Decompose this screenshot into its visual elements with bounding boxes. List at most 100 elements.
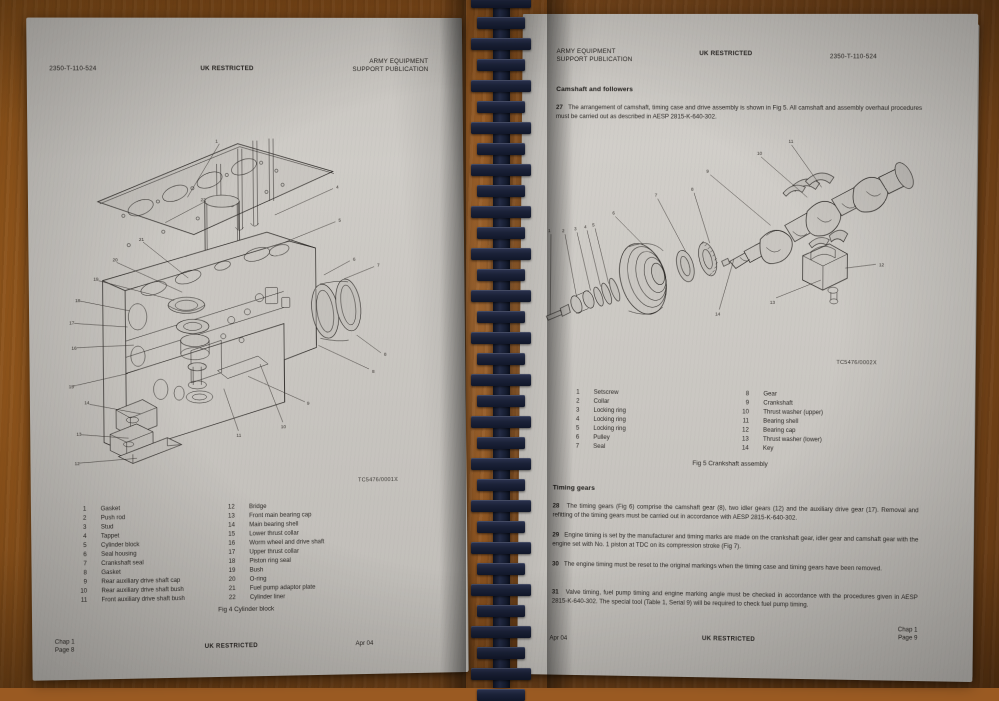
svg-text:5: 5 xyxy=(338,218,341,223)
part-index: 21 xyxy=(228,585,236,593)
comb-binding xyxy=(455,0,551,701)
comb-tooth xyxy=(477,563,525,575)
comb-tooth xyxy=(471,500,531,512)
svg-text:7: 7 xyxy=(377,263,380,268)
part-index: 20 xyxy=(228,576,236,584)
part-index: 2 xyxy=(576,398,580,405)
paragraph-29-number: 29 xyxy=(552,531,560,539)
comb-tooth xyxy=(471,626,531,638)
comb-tooth xyxy=(477,59,525,71)
left-footer-date: Apr 04 xyxy=(355,640,374,648)
part-index: 1 xyxy=(82,506,87,513)
right-page: ARMY EQUIPMENT SUPPORT PUBLICATION UK RE… xyxy=(517,13,979,683)
comb-tooth xyxy=(477,689,525,701)
right-figure-caption: Fig 5 Crankshaft assembly xyxy=(692,460,768,468)
crankshaft-assembly-diagram: 1 2 3 4 5 6 7 8 14 9 10 xyxy=(542,138,938,352)
cylinder-block-diagram: 1 22 4 5 6 7 8 8 21 20 19 xyxy=(66,138,454,473)
paragraph-30-number: 30 xyxy=(552,560,559,568)
left-doc-number: 2350-T-110-524 xyxy=(49,65,97,73)
part-index: 5 xyxy=(83,543,87,550)
part-index: 5 xyxy=(575,425,580,432)
svg-text:1: 1 xyxy=(215,139,218,144)
paragraph-31: 31 Valve timing, fuel pump timing and en… xyxy=(552,589,918,612)
paragraph-30-text: The engine timing must be reset to the o… xyxy=(563,560,882,573)
comb-tooth xyxy=(471,416,531,428)
right-parts-col-1: 1 2 3 4 5 6 7 Setscrew Collar Locking ri… xyxy=(553,388,626,452)
comb-tooth xyxy=(477,353,525,365)
comb-tooth xyxy=(471,206,531,218)
svg-text:19: 19 xyxy=(93,277,99,282)
svg-text:12: 12 xyxy=(75,461,81,466)
comb-tooth xyxy=(477,605,525,617)
comb-tooth xyxy=(477,647,525,659)
comb-tooth xyxy=(471,290,531,302)
left-page: 2350-T-110-524 UK RESTRICTED ARMY EQUIPM… xyxy=(26,17,469,681)
comb-tooth xyxy=(477,143,525,155)
paragraph-27-number: 27 xyxy=(556,104,563,112)
part-index: 11 xyxy=(80,597,88,604)
part-index: 19 xyxy=(228,567,236,575)
comb-tooth xyxy=(471,584,531,596)
part-index: 4 xyxy=(576,416,580,423)
paragraph-27: 27 The arrangement of camshaft, timing c… xyxy=(556,104,922,122)
part-label: Locking ring xyxy=(593,407,627,415)
svg-text:15: 15 xyxy=(69,384,75,389)
paragraph-29: 29 Engine timing is set by the manufactu… xyxy=(552,531,918,553)
part-index: 9 xyxy=(83,579,88,586)
right-footer-page: Page 9 xyxy=(898,635,918,642)
svg-text:1: 1 xyxy=(548,228,551,233)
part-index: 14 xyxy=(228,522,235,529)
part-index: 7 xyxy=(575,443,580,450)
svg-text:9: 9 xyxy=(706,169,709,174)
svg-text:4: 4 xyxy=(584,224,587,229)
svg-text:16: 16 xyxy=(71,346,77,351)
part-index: 10 xyxy=(80,588,88,595)
paragraph-29-text: Engine timing is set by the manufacturer… xyxy=(552,531,919,550)
part-index: 1 xyxy=(576,389,580,396)
svg-text:8: 8 xyxy=(384,352,387,357)
comb-tooth xyxy=(471,332,531,344)
svg-text:11: 11 xyxy=(236,433,241,438)
svg-text:13: 13 xyxy=(770,300,776,305)
comb-tooth xyxy=(471,122,531,134)
part-index: 11 xyxy=(742,418,749,425)
part-index: 6 xyxy=(575,434,580,441)
svg-text:10: 10 xyxy=(757,151,763,156)
part-label: Locking ring xyxy=(593,416,626,424)
comb-tooth xyxy=(477,395,525,407)
right-footer-date: Apr 04 xyxy=(549,635,568,642)
right-publication-line2: SUPPORT PUBLICATION xyxy=(556,56,633,64)
paragraph-31-number: 31 xyxy=(551,588,559,596)
part-index: 2 xyxy=(82,515,87,522)
svg-text:6: 6 xyxy=(353,257,356,262)
svg-text:3: 3 xyxy=(574,226,577,231)
comb-tooth xyxy=(471,0,531,8)
svg-text:12: 12 xyxy=(879,262,885,267)
part-index: 22 xyxy=(228,595,236,602)
part-index: 6 xyxy=(83,552,87,559)
left-parts-col-2: 12 13 14 15 16 17 18 19 20 21 22 xyxy=(208,502,325,604)
part-index: 17 xyxy=(228,549,236,556)
paragraph-28: 28 The timing gears (Fig 6) comprise the… xyxy=(552,502,918,524)
part-index: 15 xyxy=(228,531,236,538)
part-index: 8 xyxy=(83,570,87,577)
right-drawing-ref: TC5476/0002X xyxy=(836,359,877,367)
part-index: 3 xyxy=(576,407,580,414)
part-index: 18 xyxy=(228,558,236,565)
comb-tooth xyxy=(471,374,531,386)
part-label: Seal xyxy=(593,443,606,450)
part-label: Collar xyxy=(593,398,610,405)
svg-text:20: 20 xyxy=(113,257,119,262)
part-index: 4 xyxy=(83,533,87,541)
part-index: 3 xyxy=(83,524,87,531)
comb-tooth xyxy=(471,458,531,470)
svg-text:4: 4 xyxy=(336,185,339,190)
comb-tooth xyxy=(477,17,525,29)
comb-tooth xyxy=(477,479,525,491)
comb-tooth xyxy=(471,164,531,176)
svg-text:9: 9 xyxy=(307,401,310,406)
comb-tooth xyxy=(471,80,531,92)
part-index: 14 xyxy=(741,445,749,452)
right-parts-list: 1 2 3 4 5 6 7 Setscrew Collar Locking ri… xyxy=(519,388,975,456)
svg-text:8: 8 xyxy=(691,187,694,192)
